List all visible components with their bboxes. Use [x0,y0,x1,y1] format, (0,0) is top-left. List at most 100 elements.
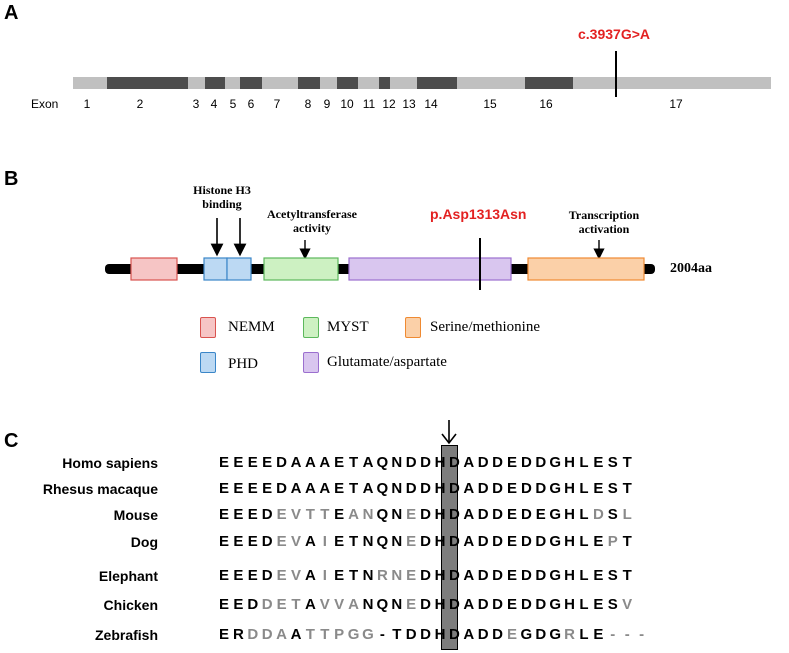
residue: E [276,533,287,550]
residue: L [579,454,589,471]
residue: N [362,596,374,613]
species-name: Rhesus macaque [42,481,158,497]
residue: Q [376,454,389,471]
residue: A [348,596,360,613]
residue: N [362,506,374,523]
panel-label-c: C [4,430,19,452]
residue: - [379,626,385,643]
residue: E [262,454,273,471]
residue: D [405,480,417,497]
residue: Q [376,506,389,523]
species-name: Homo sapiens [62,455,158,471]
species-name: Elephant [98,568,158,584]
residue: D [261,506,273,523]
residue: - [624,626,630,643]
residue: E [233,533,244,550]
acetyltransferase-annotation: Acetyltransferase activity [267,207,357,235]
residue: E [247,454,258,471]
highlighted-residue: D [420,480,432,497]
residue: A [463,596,475,613]
residue: A [319,454,331,471]
residue: N [391,480,403,497]
residue: A [304,454,316,471]
residue: E [247,533,258,550]
residue: E [334,480,345,497]
residue: E [506,533,517,550]
domain-glutamate-aspartate [348,257,512,281]
residue: D [492,480,504,497]
residue: D [261,533,273,550]
residue: P [607,533,618,550]
residue: A [276,626,288,643]
residue: H [434,480,446,497]
residue: H [434,626,446,643]
domain-nemm [130,257,178,281]
legend-label-phd: PHD [228,356,259,372]
residue: D [276,454,288,471]
residue: N [391,596,403,613]
residue: Q [376,533,389,550]
residue: E [247,567,258,584]
protein-mutation-label: p.Asp1313Asn [430,206,527,222]
highlighted-residue: D [420,454,432,471]
residue: T [349,567,359,584]
residue: E [233,506,244,523]
residue: G [347,626,360,643]
residue: E [406,567,417,584]
species-name: Chicken [103,597,158,613]
residue: H [564,454,576,471]
residue: D [492,626,504,643]
transcription-annotation-line1: Transcription [568,208,640,222]
residue: E [218,596,229,613]
residue: E [506,596,517,613]
residue: E [262,480,273,497]
residue: G [362,626,374,643]
legend-swatch-glutamate [303,352,319,373]
residue: E [218,506,229,523]
residue: D [477,567,489,584]
residue: D [520,506,532,523]
exon-label-11: 11 [362,97,376,111]
residue: V [290,567,301,584]
residue: S [607,454,618,471]
exon-block-10 [337,77,358,89]
residue: D [535,454,547,471]
panel-label-b: B [4,168,19,190]
domain-phd-1 [203,257,228,281]
species-name: Dog [130,534,158,550]
residue: E [276,506,287,523]
residue: E [593,480,604,497]
residue: D [592,506,604,523]
residue: R [564,626,576,643]
residue: D [261,567,273,584]
residue: G [549,596,562,613]
residue: H [434,567,446,584]
residue: E [406,596,417,613]
residue: G [549,626,562,643]
exon-label-1: 1 [83,97,91,111]
residue: A [304,480,316,497]
residue: D [492,567,504,584]
residue: D [520,567,532,584]
legend-label-glutamate: Glutamate/aspartate [327,354,447,370]
residue: G [549,480,562,497]
exon-block-6 [240,77,262,89]
residue: E [233,596,244,613]
residue: G [549,454,562,471]
transcription-annotation-line2: activation [578,222,630,236]
exon-block-2 [107,77,188,89]
residue: A [290,626,302,643]
residue: D [448,480,460,497]
residue: T [291,596,301,613]
residue: A [463,506,475,523]
exon-label-4: 4 [210,97,218,111]
exon-block-16 [525,77,573,89]
residue: D [276,480,288,497]
residue: E [506,454,517,471]
residue: R [376,567,388,584]
residue: H [564,533,576,550]
exon-label-13: 13 [402,97,416,111]
residue: T [349,454,359,471]
residue: E [593,626,604,643]
residue: E [506,480,517,497]
